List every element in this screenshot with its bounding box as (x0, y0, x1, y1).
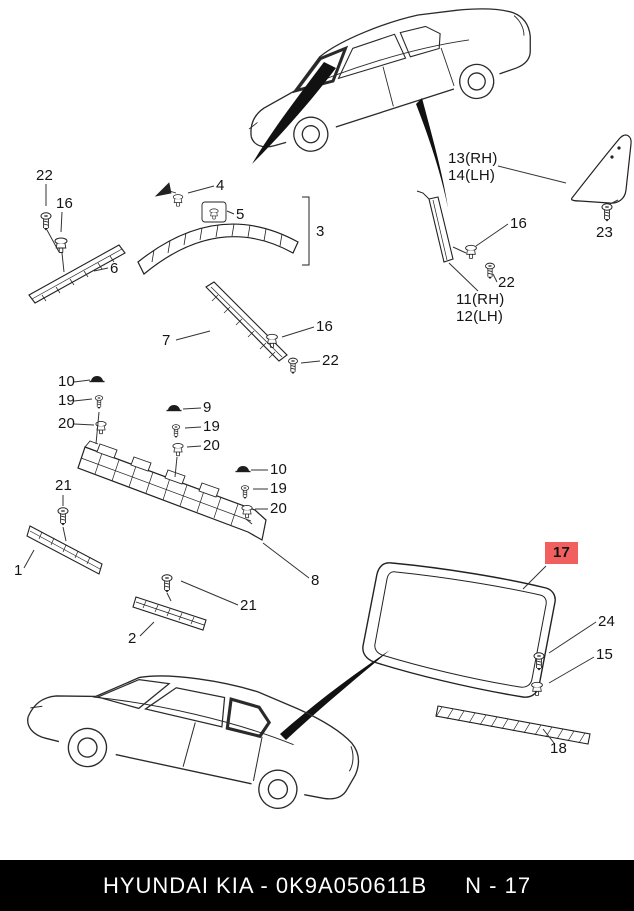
rear-window-outline (225, 697, 272, 739)
screw-icon-22b (485, 262, 495, 280)
part-label-15[interactable]: 15 (596, 646, 614, 663)
part-label-3[interactable]: 3 (316, 223, 325, 240)
part-label-11-rh[interactable]: 11(RH) (456, 291, 505, 308)
screw-icon-23 (601, 203, 613, 222)
part-label-18[interactable]: 18 (550, 740, 568, 757)
part-rear-glass-weatherstrip (362, 562, 556, 698)
part-label-16-c[interactable]: 16 (316, 318, 334, 335)
part-bracket-1 (26, 525, 103, 575)
part-label-6[interactable]: 6 (110, 260, 119, 277)
leader-lines (23, 165, 619, 744)
part-label-19-b[interactable]: 19 (203, 418, 221, 435)
screw-icon-19a (94, 395, 104, 410)
part-label-7[interactable]: 7 (162, 332, 171, 349)
part-label-8[interactable]: 8 (311, 572, 320, 589)
clip-icon-15 (531, 681, 543, 696)
part-label-20-c[interactable]: 20 (270, 500, 288, 517)
part-label-10-a[interactable]: 10 (58, 373, 76, 390)
clip-icon-16a (54, 237, 68, 253)
cap-icon-9 (165, 404, 183, 412)
screw-icon-19b (171, 424, 181, 439)
part-label-23[interactable]: 23 (596, 224, 614, 241)
part-label-14-lh[interactable]: 14(LH) (448, 167, 496, 184)
brush-stroke-windshield (252, 62, 336, 164)
clip-icon-4 (172, 194, 184, 207)
clip-icon-16b (465, 244, 477, 259)
brush-stroke-rear-glass (280, 650, 390, 740)
part-bracket-2 (132, 596, 207, 631)
part-label-10-b[interactable]: 10 (270, 461, 288, 478)
car-bottom-illustration (27, 675, 360, 809)
part-label-2[interactable]: 2 (128, 630, 137, 647)
part-label-17-highlight[interactable]: 17 (545, 542, 579, 564)
part-label-5[interactable]: 5 (236, 206, 245, 223)
part-label-24[interactable]: 24 (598, 613, 616, 630)
car-top-illustration (248, 8, 531, 152)
part-label-22-b[interactable]: 22 (498, 274, 516, 291)
brush-stroke-side (416, 98, 448, 208)
cap-icon-10a (88, 375, 106, 383)
clip-icon-20b (172, 443, 184, 457)
part-label-1[interactable]: 1 (14, 562, 23, 579)
part-label-12-lh[interactable]: 12(LH) (456, 308, 504, 325)
footer-part-number: HYUNDAI KIA - 0K9A050611B (102, 872, 428, 898)
clip-icon-5 (209, 208, 219, 220)
part-label-21-b[interactable]: 21 (240, 597, 258, 614)
part-label-9[interactable]: 9 (203, 399, 212, 416)
part-quarter-glass (570, 134, 632, 204)
part-cowl-grille (77, 440, 267, 541)
screw-icon-22a (40, 212, 52, 231)
part-side-molding-mid (205, 281, 288, 362)
arrow-marker (154, 182, 177, 197)
part-label-22-a[interactable]: 22 (36, 167, 54, 184)
part-label-21-a[interactable]: 21 (55, 477, 73, 494)
part-label-19-a[interactable]: 19 (58, 392, 76, 409)
screw-icon-22c (288, 357, 298, 375)
part-side-molding-left (28, 244, 126, 304)
screw-icon-21a (57, 507, 69, 526)
part-label-16-b[interactable]: 16 (510, 215, 528, 232)
part-label-4[interactable]: 4 (216, 177, 225, 194)
part-label-20-a[interactable]: 20 (58, 415, 76, 432)
part-label-22-c[interactable]: 22 (322, 352, 340, 369)
screw-icon-19c (240, 485, 250, 500)
footer-bar: HYUNDAI KIA - 0K9A050611B N - 17 (0, 860, 634, 911)
part-label-16-a[interactable]: 16 (56, 195, 74, 212)
cap-icon-10b (234, 465, 252, 473)
screw-icon-21b (161, 574, 173, 593)
footer-page-ref: N - 17 (465, 872, 532, 898)
part-label-20-b[interactable]: 20 (203, 437, 221, 454)
part-label-19-c[interactable]: 19 (270, 480, 288, 497)
parts-diagram-illustration (23, 8, 632, 809)
part-label-13-rh[interactable]: 13(RH) (448, 150, 498, 167)
part-rear-tray-strip (435, 705, 591, 745)
part-windshield-molding (137, 182, 310, 275)
fastener-icons (40, 194, 613, 696)
part-side-molding-right (416, 190, 454, 263)
